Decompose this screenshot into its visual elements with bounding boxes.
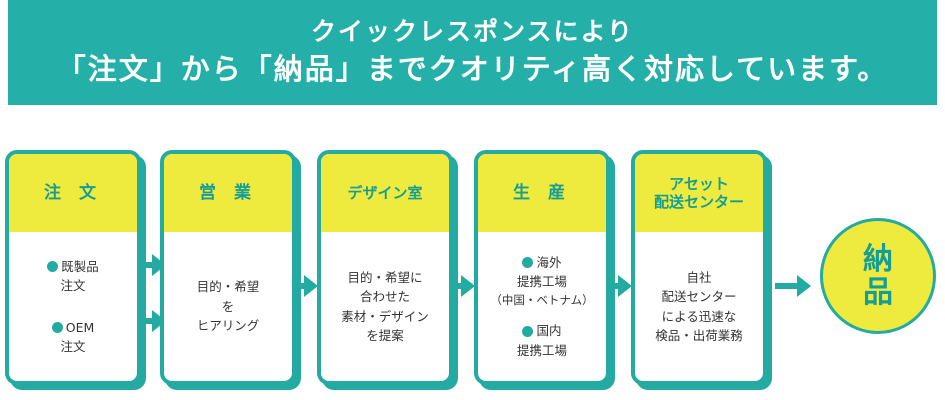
- bullet-dot-icon: [522, 257, 534, 269]
- body-line: を提案: [366, 327, 404, 343]
- item-label: 提携工場: [516, 274, 567, 290]
- step-card-header: 注 文: [9, 154, 137, 232]
- body-line: 目的・希望に: [347, 269, 423, 285]
- bullet-dot-icon: [47, 260, 59, 272]
- bullet-dot-icon: [51, 321, 63, 333]
- step-card-header: 営 業: [164, 154, 292, 232]
- step-card-body: 目的・希望 を ヒアリング: [164, 232, 292, 381]
- banner-line-2: 「注文」から「納品」までクオリティ高く対応しています。: [56, 52, 889, 87]
- arrow-right-icon: [294, 274, 318, 298]
- step-card-production: 生 産 海外 提携工場 （中国・ベトナム） 国内 提携工場: [474, 150, 610, 385]
- step-card-order: 注 文 既製品 注文 OEM 注文: [5, 150, 141, 385]
- item-label: 既製品: [61, 258, 99, 274]
- arrow-right-icon: [775, 274, 811, 298]
- step-card-body: 自社 配送センター による迅速な 検品・出荷業務: [635, 232, 763, 381]
- step-card-body: 目的・希望に 合わせた 素材・デザイン を提案: [321, 232, 449, 381]
- body-line: による迅速な: [661, 308, 737, 324]
- body-line: 配送センター: [661, 289, 737, 305]
- banner-line-1: クイックレスポンスにより: [310, 17, 634, 47]
- step-title: デザイン室: [347, 184, 423, 202]
- list-item: 既製品 注文: [47, 257, 99, 296]
- step-card-header: デザイン室: [321, 154, 449, 232]
- body-line: を: [221, 298, 235, 314]
- step-card-sales: 営 業 目的・希望 を ヒアリング: [160, 150, 296, 385]
- step-card-design: デザイン室 目的・希望に 合わせた 素材・デザイン を提案: [317, 150, 453, 385]
- body-line: 合わせた: [359, 289, 410, 305]
- body-line: 自社: [686, 269, 712, 285]
- list-item: 国内 提携工場: [517, 321, 567, 360]
- item-label: （中国・ベトナム）: [490, 292, 594, 307]
- item-label: 提携工場: [516, 342, 567, 358]
- body-line: 目的・希望: [196, 279, 260, 295]
- header-banner: クイックレスポンスにより 「注文」から「納品」までクオリティ高く対応しています。: [8, 0, 937, 105]
- step-card-header: 生 産: [478, 154, 606, 232]
- list-item: OEM 注文: [51, 318, 95, 357]
- step-card-header: アセット 配送センター: [635, 154, 763, 232]
- body-line: 検品・出荷業務: [655, 327, 743, 343]
- arrow-right-icon: [608, 274, 632, 298]
- result-label: 納: [863, 242, 893, 277]
- item-label: OEM: [65, 319, 95, 335]
- body-line: ヒアリング: [196, 318, 260, 334]
- item-label: 海外: [536, 254, 562, 270]
- body-line: 素材・デザイン: [341, 308, 429, 324]
- step-card-body: 既製品 注文 OEM 注文: [9, 232, 137, 381]
- step-title: 注 文: [44, 182, 102, 203]
- item-label: 国内: [536, 323, 562, 339]
- delivery-result-circle: 納 品: [820, 218, 936, 334]
- step-card-delivery-center: アセット 配送センター 自社 配送センター による迅速な 検品・出荷業務: [631, 150, 767, 385]
- item-label: 注文: [60, 278, 86, 294]
- bullet-dot-icon: [522, 325, 534, 337]
- step-title: 配送センター: [653, 193, 744, 211]
- step-title: アセット: [669, 175, 729, 193]
- step-card-body: 海外 提携工場 （中国・ベトナム） 国内 提携工場: [478, 232, 606, 381]
- arrow-right-icon: [451, 274, 475, 298]
- item-label: 注文: [60, 338, 86, 354]
- result-label: 品: [863, 275, 893, 310]
- step-title: 営 業: [199, 182, 257, 203]
- step-title: 生 産: [513, 182, 571, 203]
- list-item: 海外 提携工場 （中国・ベトナム）: [490, 253, 593, 310]
